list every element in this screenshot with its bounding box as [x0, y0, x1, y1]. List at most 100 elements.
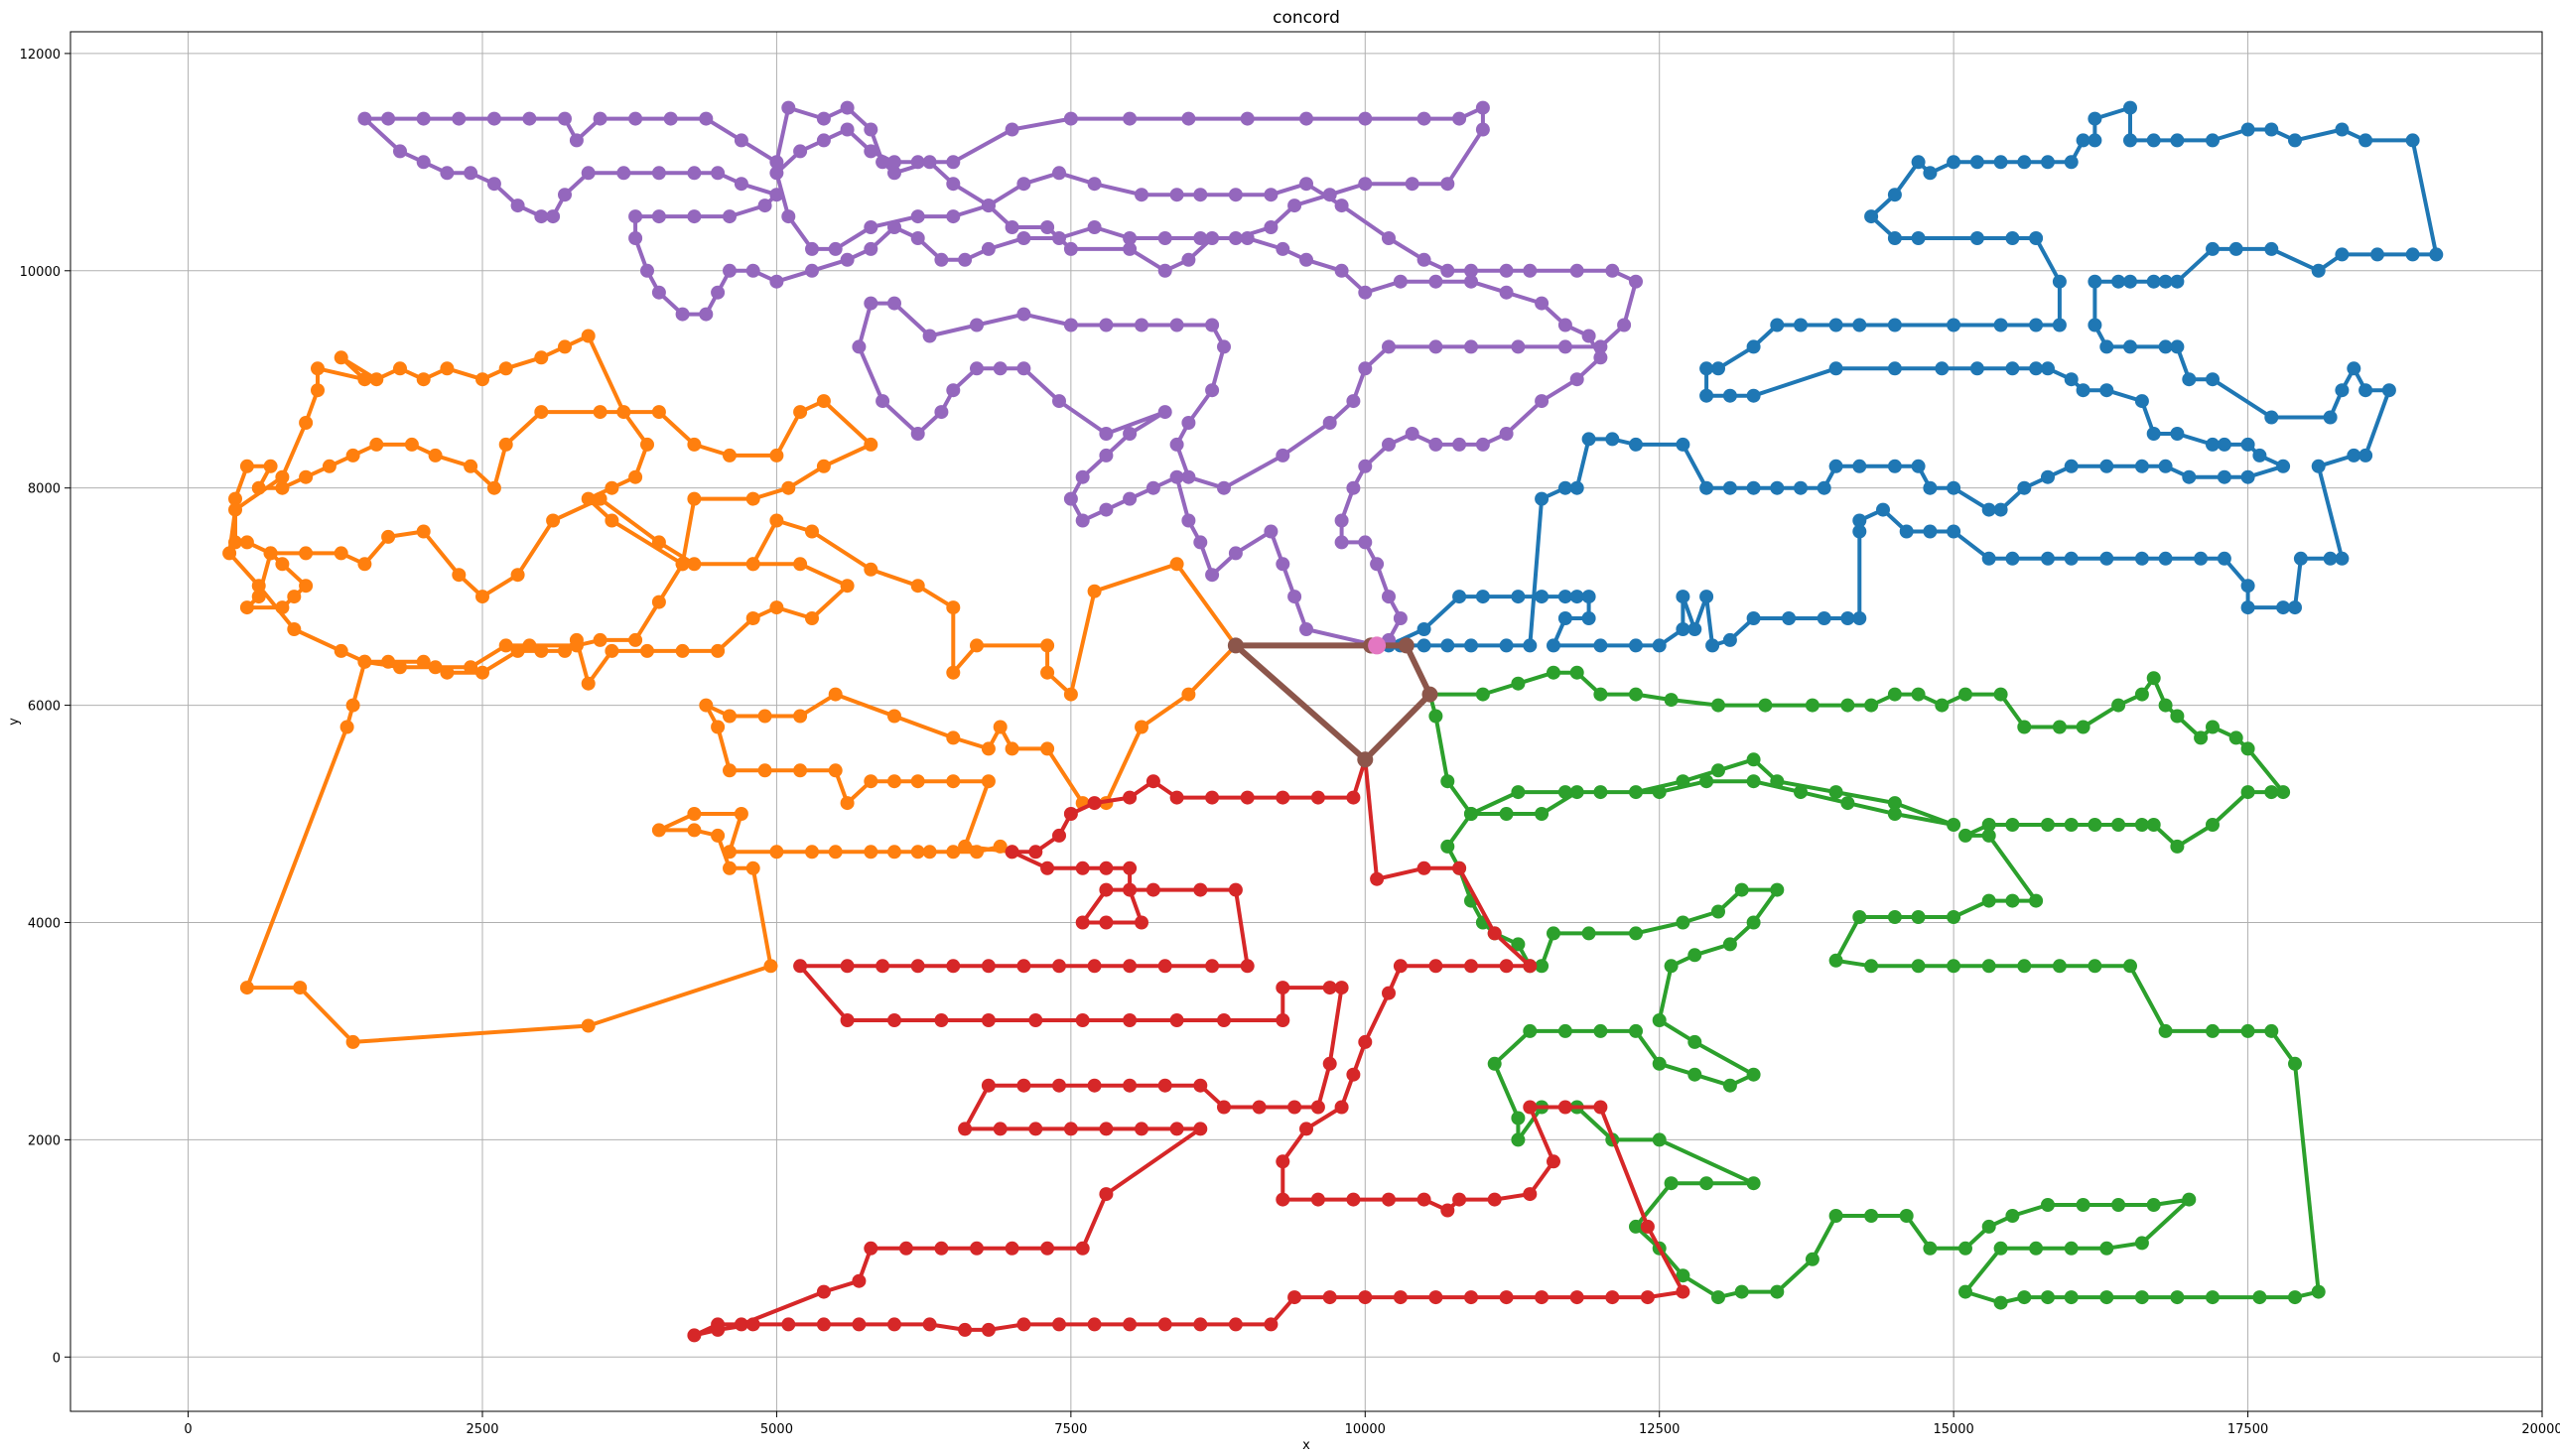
data-point — [864, 562, 878, 577]
data-point — [864, 296, 878, 311]
data-point — [1557, 339, 1572, 354]
data-point — [887, 220, 901, 234]
data-point — [1487, 926, 1502, 941]
data-point — [1052, 394, 1066, 409]
data-point — [1052, 1078, 1066, 1093]
data-point — [1123, 860, 1138, 875]
series-4 — [687, 752, 1690, 1343]
data-point — [299, 416, 314, 430]
data-point — [1547, 665, 1560, 680]
data-point — [675, 557, 690, 572]
data-point — [1145, 480, 1160, 495]
data-point — [287, 622, 302, 636]
data-point — [2170, 839, 2185, 854]
data-point — [2064, 818, 2079, 832]
data-point — [910, 579, 925, 594]
data-point — [428, 660, 443, 675]
data-point — [1169, 557, 1184, 572]
data-point — [558, 339, 572, 354]
data-point — [2146, 818, 2161, 832]
data-point — [2029, 893, 2044, 908]
data-point — [593, 405, 607, 420]
data-point — [1464, 638, 1478, 653]
data-point — [1346, 394, 1361, 409]
data-point — [1523, 959, 1538, 974]
data-point — [1205, 383, 1220, 398]
data-point — [1557, 480, 1572, 495]
data-point — [416, 155, 431, 170]
data-point — [1276, 790, 1290, 805]
data-point — [1252, 1100, 1267, 1115]
data-point — [1499, 427, 1514, 441]
data-point — [1016, 1078, 1031, 1093]
data-point — [2146, 671, 2161, 686]
data-point — [769, 274, 784, 289]
data-point — [593, 111, 607, 126]
data-point — [2182, 1192, 2197, 1207]
data-point — [581, 1018, 596, 1033]
data-point — [1557, 1100, 1572, 1115]
data-point — [404, 437, 419, 452]
data-point — [864, 241, 878, 256]
data-point — [2370, 247, 2384, 262]
data-point — [1099, 1122, 1114, 1136]
data-point — [1852, 318, 1867, 332]
data-point — [1699, 774, 1714, 789]
data-point — [816, 394, 831, 409]
data-point — [334, 643, 348, 658]
data-point — [2264, 1023, 2279, 1038]
data-point — [1981, 893, 1996, 908]
data-point — [2017, 155, 2032, 170]
data-point — [840, 100, 855, 115]
data-point — [840, 796, 855, 811]
data-point — [2041, 1198, 2055, 1212]
data-point — [1511, 1111, 1526, 1125]
data-point — [970, 1241, 984, 1256]
data-point — [1310, 790, 1325, 805]
data-point — [2005, 231, 2020, 245]
data-point — [1852, 524, 1867, 539]
data-point — [1499, 263, 1514, 278]
data-point — [1746, 1067, 1761, 1082]
data-point — [1276, 557, 1290, 572]
series-layer — [222, 100, 2444, 1343]
data-point — [605, 513, 619, 528]
data-point — [1523, 638, 1538, 653]
data-point — [2288, 1290, 2302, 1305]
data-point — [534, 209, 549, 224]
data-point — [1240, 231, 1255, 245]
data-point — [534, 350, 549, 365]
data-point — [993, 839, 1008, 854]
data-point — [616, 166, 631, 181]
data-point — [1581, 432, 1596, 447]
data-point — [440, 361, 455, 376]
data-point — [1382, 231, 1396, 245]
data-point — [1052, 959, 1066, 974]
data-point — [287, 590, 302, 604]
data-point — [1705, 638, 1720, 653]
x-axis-label: x — [1302, 1438, 1310, 1453]
data-point — [887, 1317, 901, 1332]
data-point — [1569, 785, 1584, 800]
data-point — [946, 177, 961, 192]
data-point — [1276, 448, 1290, 463]
data-point — [1617, 318, 1632, 332]
data-point — [1687, 948, 1702, 963]
data-point — [876, 959, 890, 974]
data-point — [1169, 318, 1184, 332]
data-point — [299, 469, 314, 484]
data-point — [887, 166, 901, 181]
data-point — [1205, 959, 1220, 974]
data-point — [299, 546, 314, 561]
data-point — [1193, 1122, 1208, 1136]
data-point — [1287, 1100, 1302, 1115]
data-point — [1557, 785, 1572, 800]
data-point — [2076, 1198, 2090, 1212]
data-point — [1063, 318, 1078, 332]
data-point — [2146, 1198, 2161, 1212]
data-point — [1240, 959, 1255, 974]
data-point — [2088, 818, 2102, 832]
data-point — [1416, 1192, 1431, 1207]
data-point — [1322, 416, 1337, 430]
data-point — [1722, 480, 1737, 495]
